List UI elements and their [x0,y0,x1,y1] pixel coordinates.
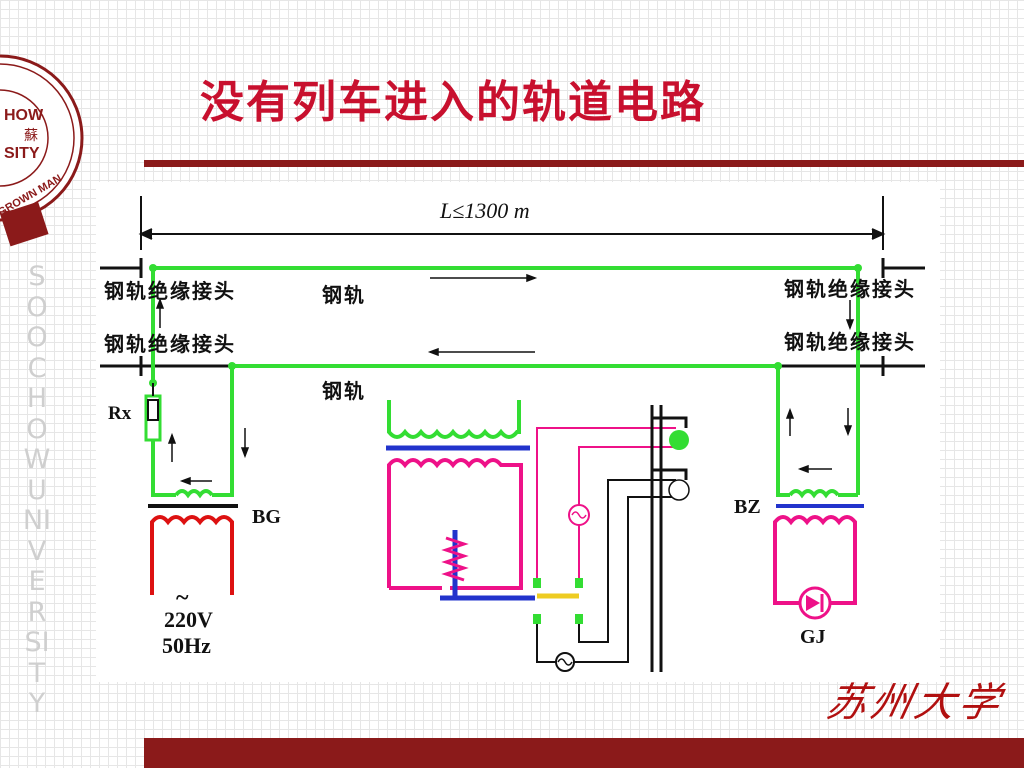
svg-text:SITY: SITY [4,145,40,162]
track-circuit-loop [151,266,860,499]
rx-label: Rx [108,403,132,424]
bz-label: BZ [734,496,761,518]
signal-lamp-green [669,430,689,450]
relay-upper-winding [387,400,521,439]
signal-post [650,405,688,672]
gj-circuit [773,515,857,605]
rail-label-bottom: 钢轨 [322,379,366,403]
relay-coil-circuit [387,458,523,590]
rail-label-top: 钢轨 [322,283,366,307]
joint-label-tr: 钢轨绝缘接头 [784,277,916,301]
current-arrows [155,273,855,486]
sidebar-vertical-text: SOOCHOW UNIVERSITY [22,261,52,719]
svg-text:蘇: 蘇 [24,128,38,144]
joint-label-tl: 钢轨绝缘接头 [104,279,236,303]
joint-label-bl: 钢轨绝缘接头 [104,332,236,356]
relay-contacts [533,578,583,624]
gj-relay-diode [798,586,832,620]
length-dimension [138,196,886,250]
footer-bar [144,738,1024,768]
rail-ends [100,258,925,376]
svg-text:HOW: HOW [4,107,44,124]
source-voltage: 220V [164,607,213,632]
signal-lamp-off [668,479,690,501]
joint-label-br: 钢轨绝缘接头 [784,330,916,354]
slide-title: 没有列车进入的轨道电路 [200,77,706,128]
university-seal-logo: HOW SITY 蘇 GROWN MAN [0,54,84,247]
source-frequency: 50Hz [162,633,211,658]
source-tilde: ~ [176,585,189,611]
length-label: L≤1300 m [439,198,530,223]
gj-label: GJ [800,626,826,648]
title-divider [144,160,1024,167]
university-signature: 苏州大学 [822,680,1009,726]
bg-label: BG [252,506,281,528]
power-source-winding [150,515,234,595]
